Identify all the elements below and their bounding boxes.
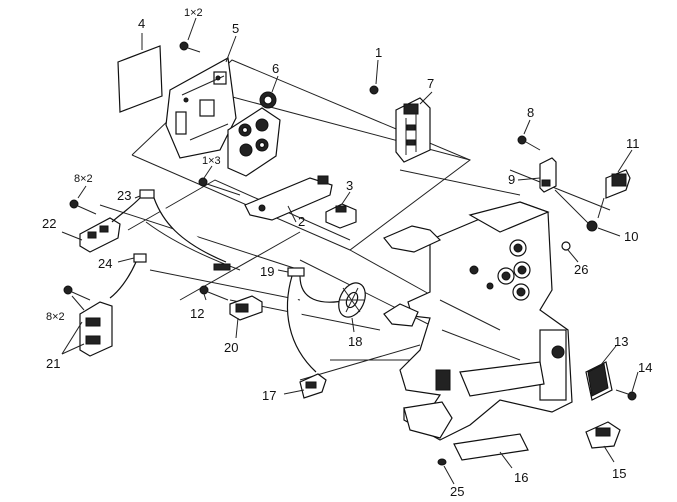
part-21-switch <box>79 301 113 357</box>
label-5: 5 <box>232 21 239 36</box>
screw-8x2-top <box>69 199 97 215</box>
screw-12 <box>199 285 229 301</box>
part-5-circuit-board <box>165 57 237 159</box>
screw-8x2-bottom <box>63 285 91 301</box>
label-4: 4 <box>138 16 145 31</box>
label-20: 20 <box>224 340 238 355</box>
part-24-cable <box>109 253 147 299</box>
label-8-right: 8 <box>527 105 534 120</box>
label-22: 22 <box>42 216 56 231</box>
guide-lines <box>99 59 611 381</box>
part-18-wheel <box>338 282 366 318</box>
part-4-sheet <box>117 45 163 113</box>
label-9: 9 <box>508 172 515 187</box>
main-chassis <box>383 201 573 441</box>
part-15-clip <box>585 421 621 449</box>
part-26-ring <box>561 241 571 251</box>
screw-1x3 <box>198 177 241 196</box>
screw-1x2-top <box>179 41 201 53</box>
label-7: 7 <box>427 76 434 91</box>
label-12: 12 <box>190 306 204 321</box>
label-15: 15 <box>612 466 626 481</box>
part-10-cap <box>586 220 598 232</box>
label-13: 13 <box>614 334 628 349</box>
label-14: 14 <box>638 360 652 375</box>
label-26: 26 <box>574 262 588 277</box>
part-9-bracket <box>539 157 557 193</box>
label-11: 11 <box>626 136 640 151</box>
label-24: 24 <box>98 256 112 271</box>
part-19-cable <box>286 267 349 373</box>
label-19: 19 <box>260 264 274 279</box>
label-18: 18 <box>348 334 362 349</box>
label-23: 23 <box>117 188 131 203</box>
label-16: 16 <box>514 470 528 485</box>
label-2: 2 <box>298 214 305 229</box>
label-10: 10 <box>624 229 638 244</box>
part-labels: 4 1×2 5 6 1 7 8 9 11 10 26 1×3 3 2 8×2 2… <box>42 7 652 499</box>
label-1x2: 1×2 <box>184 7 203 19</box>
screw-8-right <box>517 135 541 151</box>
part-16-plate <box>453 433 529 461</box>
label-3: 3 <box>346 178 353 193</box>
label-6: 6 <box>272 61 279 76</box>
part-17-connector <box>299 373 327 399</box>
label-8x2-bottom: 8×2 <box>46 311 65 323</box>
label-1x3: 1×3 <box>202 155 221 167</box>
part-3-clip <box>325 203 357 229</box>
label-21: 21 <box>46 356 60 371</box>
part-6-button-cluster <box>227 91 281 177</box>
part-23-cable <box>111 189 241 271</box>
part-7-bracket <box>395 97 431 163</box>
part-2-bracket <box>244 175 333 221</box>
screw-1 <box>369 85 379 95</box>
label-17: 17 <box>262 388 276 403</box>
label-25: 25 <box>450 484 464 499</box>
part-25-foot <box>437 458 447 466</box>
label-8x2-top: 8×2 <box>74 173 93 185</box>
leader-lines <box>61 17 639 485</box>
part-13-cover <box>585 361 613 401</box>
part-22-switch <box>79 217 121 253</box>
screw-14 <box>615 389 637 401</box>
part-20-clip <box>229 295 263 321</box>
label-1: 1 <box>375 45 382 60</box>
part-11-holder <box>597 169 631 219</box>
